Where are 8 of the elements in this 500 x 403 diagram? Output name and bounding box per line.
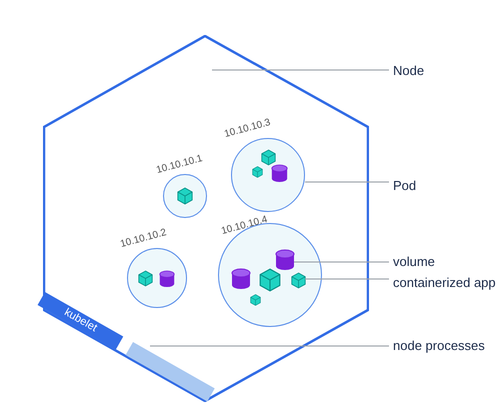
leader-line <box>304 278 390 280</box>
callout-label: volume <box>393 254 435 270</box>
callout-label: Pod <box>393 178 416 194</box>
cube-icon <box>291 272 306 289</box>
callout-label: containerized app <box>393 275 496 291</box>
callout-label: Node <box>393 63 424 79</box>
cylinder-icon <box>275 249 295 271</box>
callout-label: node processes <box>393 338 485 354</box>
